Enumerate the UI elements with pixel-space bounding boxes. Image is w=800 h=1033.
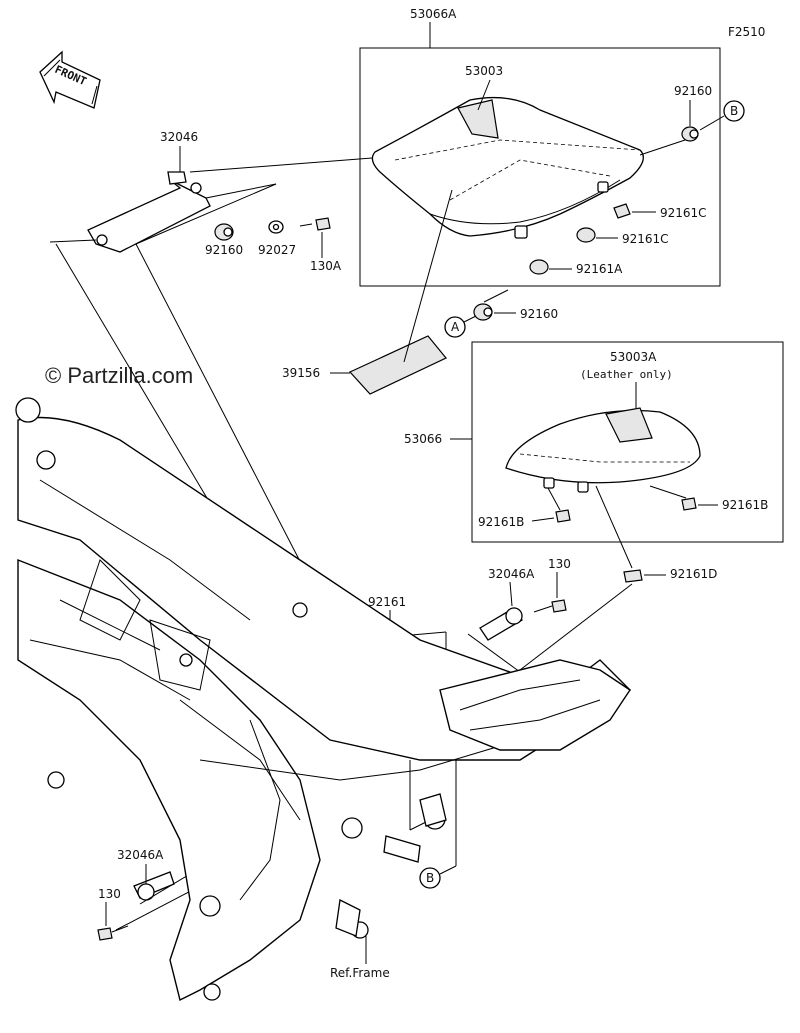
label-92160-mid: 92160 (520, 307, 558, 321)
label-130-left: 130 (98, 887, 121, 901)
label-53003: 53003 (465, 64, 503, 78)
watermark: © Partzilla.com (45, 363, 193, 388)
clip-92161B-left (555, 509, 571, 523)
clip-92161C-2 (576, 227, 596, 243)
svg-text:B: B (730, 104, 738, 118)
clip-92161A (529, 259, 549, 275)
front-seat (371, 96, 644, 239)
seat-group-box (359, 22, 721, 287)
label-92161: 92161 (368, 595, 406, 609)
callout-a-mid: A (444, 316, 466, 338)
clip-92161B-right (681, 497, 697, 511)
label-92160-left: 92160 (205, 243, 243, 257)
label-92161C-2: 92161C (622, 232, 669, 246)
label-92161A: 92161A (576, 262, 623, 276)
label-130-right: 130 (548, 557, 571, 571)
bracket-32046 (87, 171, 211, 253)
bolt-130-right (533, 599, 567, 613)
grommet-92160-mid (473, 303, 493, 321)
callout-b-top: B (723, 100, 745, 122)
label-53066A: 53066A (410, 7, 457, 21)
label-ref-frame: Ref.Frame (330, 966, 390, 980)
label-92161C-1: 92161C (660, 206, 707, 220)
pad-39156 (349, 335, 447, 395)
svg-text:A: A (451, 320, 460, 334)
grommet-92160-top (681, 126, 699, 142)
clip-92161C-1 (613, 203, 631, 219)
figure-code: F2510 (728, 25, 765, 39)
label-32046: 32046 (160, 130, 198, 144)
bolt-130A (299, 217, 331, 231)
rear-seat (505, 407, 701, 493)
label-92161B-right: 92161B (722, 498, 768, 512)
label-39156: 39156 (282, 366, 320, 380)
callout-b-low: B (419, 867, 441, 889)
label-leather-only: (Leather only) (580, 368, 673, 381)
clip-92161D (623, 569, 643, 583)
label-92161B-left: 92161B (478, 515, 524, 529)
svg-text:B: B (426, 871, 434, 885)
label-32046A-left: 32046A (117, 848, 164, 862)
washer-92027 (268, 220, 284, 234)
bolt-130-left (97, 925, 129, 941)
label-92161D: 92161D (670, 567, 717, 581)
motorcycle-frame (15, 397, 632, 1002)
grommet-92160-left (214, 223, 234, 241)
label-53003A: 53003A (610, 350, 657, 364)
pin-32046A-right (479, 607, 523, 641)
label-92027: 92027 (258, 243, 296, 257)
label-92160-top: 92160 (674, 84, 712, 98)
label-130A: 130A (310, 259, 342, 273)
label-53066: 53066 (404, 432, 442, 446)
rear-seat-box (450, 341, 784, 543)
front-arrow-icon: FRONT (39, 50, 101, 109)
label-32046A-right: 32046A (488, 567, 535, 581)
